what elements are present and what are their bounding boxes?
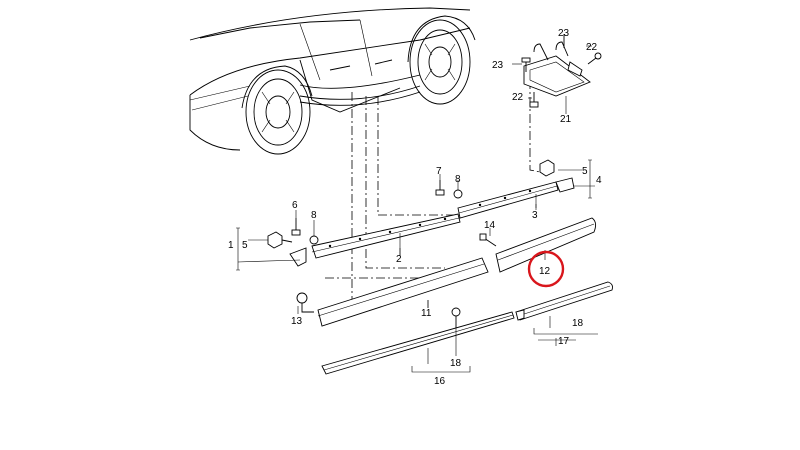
- trim-strip-16: [321, 311, 515, 375]
- bracket-21-assembly: [521, 34, 602, 114]
- trim-strip-11: [317, 257, 489, 327]
- label-17: 17: [558, 336, 570, 347]
- part-number-12: 12: [539, 266, 551, 277]
- label-12: 12: [539, 266, 551, 277]
- assembly-leader-lines: [325, 80, 541, 300]
- label-11: 11: [421, 308, 432, 319]
- label-4: 4: [596, 175, 602, 186]
- part-number-5-right: 5: [582, 166, 588, 177]
- label-13: 13: [291, 316, 303, 327]
- part-number-1: 1: [228, 240, 234, 251]
- label-22b: 22: [512, 92, 524, 103]
- part-number-3: 3: [532, 210, 538, 221]
- label-23a: 23: [492, 60, 504, 71]
- part-number-2: 2: [396, 254, 402, 265]
- label-1: 1: [228, 240, 234, 251]
- label-22a: 22: [586, 42, 598, 53]
- part-number-7: 7: [436, 166, 442, 177]
- part-number-21: 21: [560, 114, 572, 125]
- part-number-16: 16: [434, 376, 446, 387]
- trim-strip-3: [457, 181, 559, 219]
- label-6: 6: [292, 200, 298, 211]
- trim-strip-2: [311, 213, 461, 259]
- callout-leaders: [236, 45, 592, 356]
- trim-strip-12: [495, 217, 597, 273]
- end-cap-4: [555, 177, 595, 193]
- label-3: 3: [532, 210, 538, 221]
- label-16: 16: [434, 376, 446, 387]
- part-number-23-top: 23: [558, 28, 570, 39]
- label-5b: 5: [582, 166, 588, 177]
- label-23b: 23: [558, 28, 570, 39]
- part-number-8-right: 8: [455, 174, 461, 185]
- part-number-6: 6: [292, 200, 298, 211]
- part-number-18-right: 18: [572, 318, 584, 329]
- part-number-5-left: 5: [242, 240, 248, 251]
- label-8b: 8: [455, 174, 461, 185]
- label-5a: 5: [242, 240, 248, 251]
- part-number-17: 17: [558, 336, 570, 347]
- label-2: 2: [396, 254, 402, 265]
- label-21: 21: [560, 114, 572, 125]
- label-8a: 8: [311, 210, 317, 221]
- label-18a: 18: [450, 358, 462, 369]
- part-number-18-center: 18: [450, 358, 462, 369]
- end-cap-1: [237, 247, 307, 267]
- part-number-4: 4: [596, 175, 602, 186]
- label-18b: 18: [572, 318, 584, 329]
- part-number-23-left: 23: [492, 60, 504, 71]
- part-number-8-left: 8: [311, 210, 317, 221]
- part-number-22-right: 22: [586, 42, 598, 53]
- part-number-13: 13: [291, 316, 303, 327]
- label-7: 7: [436, 166, 442, 177]
- hardware-parts: [267, 159, 555, 328]
- part-number-11: 11: [421, 308, 432, 319]
- part-number-14: 14: [484, 220, 496, 231]
- part-number-22-left: 22: [512, 92, 524, 103]
- trim-strip-17: [515, 281, 613, 346]
- car-body-illustration: [189, 7, 476, 155]
- part-12-highlight-circle: [527, 250, 565, 288]
- label-14: 14: [484, 220, 496, 231]
